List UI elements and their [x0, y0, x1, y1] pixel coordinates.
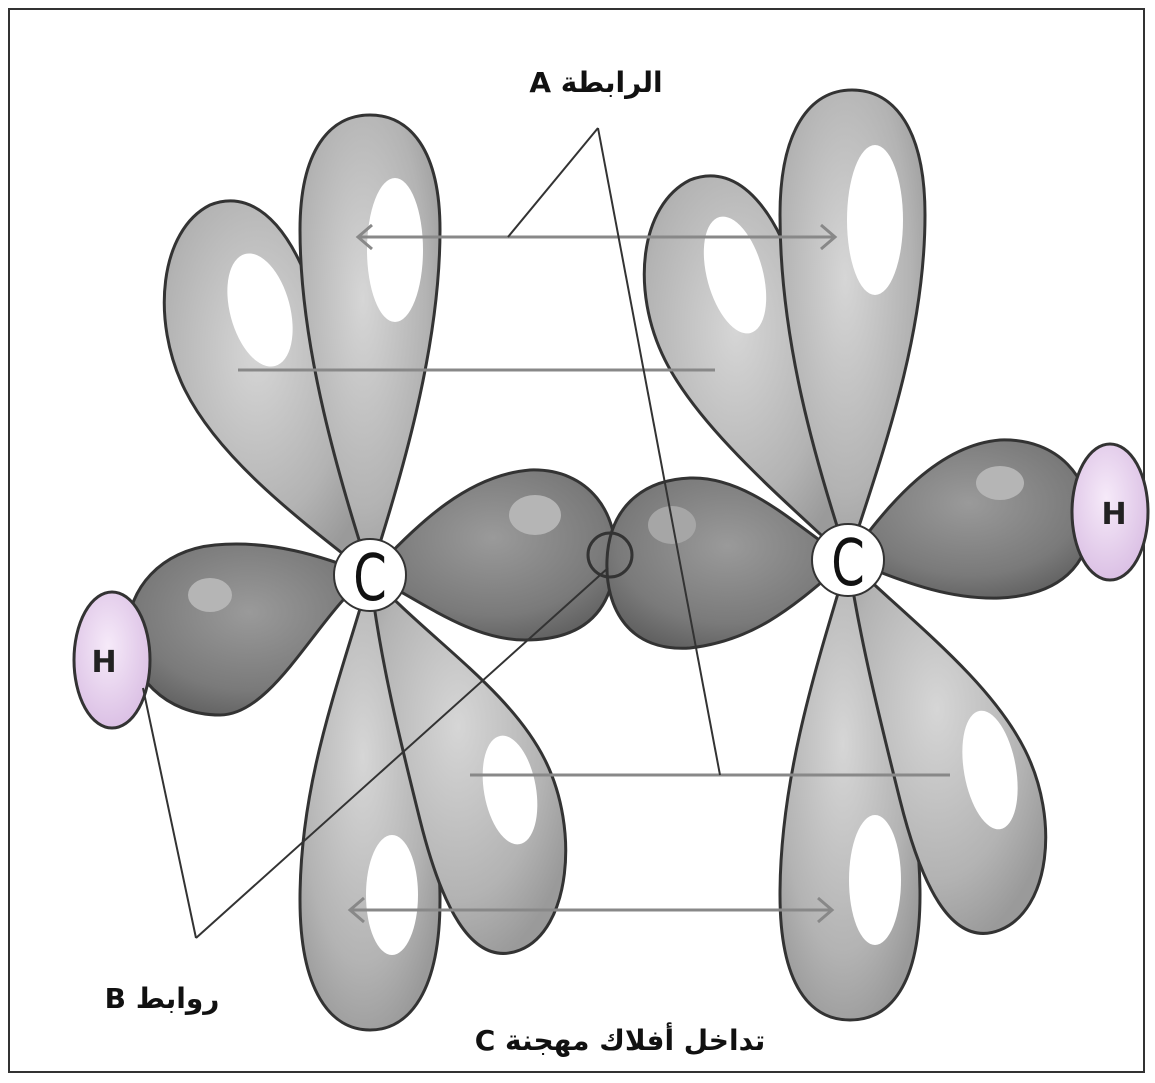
label-bond-a: الرابطة A	[529, 66, 662, 99]
lobe-highlight	[366, 835, 418, 955]
lobe-highlight	[188, 578, 232, 612]
lobe-highlight	[847, 145, 903, 295]
sp2-lobe-right-to-h	[848, 440, 1090, 598]
label-bonds-b: روابط B	[105, 982, 220, 1015]
leader-a-left	[508, 128, 598, 237]
hydrogen-right: H	[1072, 444, 1148, 580]
lobe-highlight	[976, 466, 1024, 500]
hydrogen-left-symbol: H	[91, 645, 116, 680]
label-overlap-c: تداخل أفلاك مهجنة C	[475, 1022, 766, 1057]
hydrogen-right-symbol: H	[1101, 497, 1126, 532]
lobe-highlight	[849, 815, 901, 945]
leader-b-top	[143, 688, 196, 938]
lobe-highlight	[367, 178, 423, 322]
lobe-highlight	[509, 495, 561, 535]
carbon-right-symbol: C	[831, 526, 865, 601]
hydrogen-left: H	[74, 592, 150, 728]
carbon-left-symbol: C	[353, 541, 387, 616]
